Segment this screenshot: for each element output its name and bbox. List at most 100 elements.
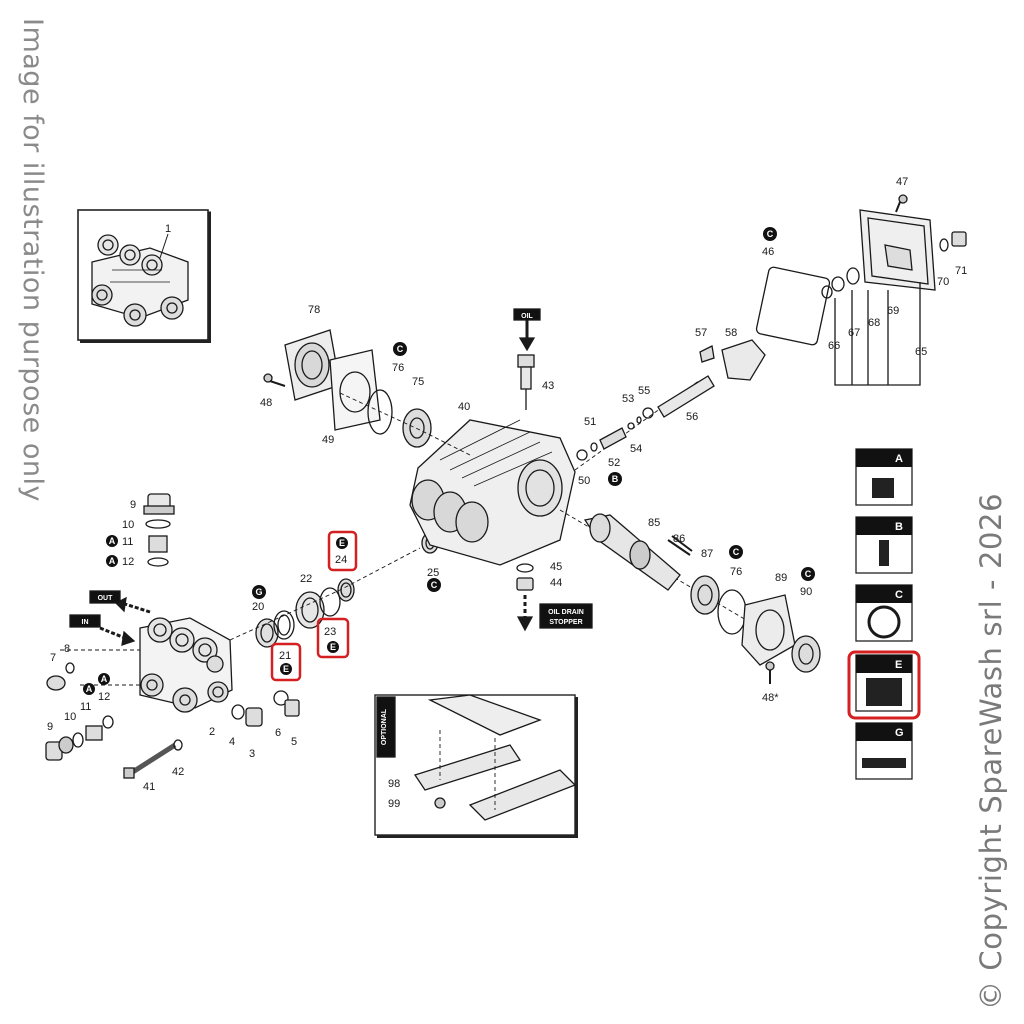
svg-text:C: C <box>767 229 774 239</box>
svg-text:G: G <box>255 587 262 597</box>
part-label: 5 <box>291 736 297 748</box>
svg-text:B: B <box>612 474 619 484</box>
svg-text:A: A <box>101 674 108 684</box>
part-label: 21 <box>279 650 291 662</box>
part-label: 12 <box>98 691 110 703</box>
part-label: 2 <box>209 726 215 738</box>
part-label: 42 <box>172 766 184 778</box>
part-label: 69 <box>887 305 899 317</box>
part-label: 8 <box>64 643 70 655</box>
part-label: 55 <box>638 385 650 397</box>
badge-c: C <box>763 227 777 241</box>
part-label: 66 <box>828 340 840 352</box>
svg-text:E: E <box>339 538 345 548</box>
part-label: 10 <box>122 519 134 531</box>
part-label: 65 <box>915 346 927 358</box>
left-fittings <box>45 493 300 779</box>
part-label: 43 <box>542 380 554 392</box>
part-label: 46 <box>762 246 774 258</box>
part-label: 12 <box>122 556 134 568</box>
part-label: 41 <box>143 781 155 793</box>
svg-text:A: A <box>86 684 93 694</box>
part-label: 99 <box>388 798 400 810</box>
svg-text:E: E <box>283 664 289 674</box>
part-label: 6 <box>275 727 281 739</box>
bearing-cover-left <box>263 329 432 448</box>
flow-arrows <box>69 590 151 646</box>
oil-tag: OIL <box>521 313 533 320</box>
kit-letter: B <box>895 521 903 533</box>
plunger-parts <box>574 339 766 471</box>
badge-a: A <box>106 535 118 547</box>
badge-c: C <box>729 545 743 559</box>
part-label: 4 <box>229 736 235 748</box>
optional-tag: OPTIONAL <box>381 708 388 745</box>
kit-badges: A A A A B C C C C C E E E G <box>83 227 815 695</box>
part-label: 76 <box>392 362 404 374</box>
part-label: 22 <box>300 573 312 585</box>
badge-c: C <box>393 342 407 356</box>
part-label: 25 <box>427 567 439 579</box>
part-label: 86 <box>673 533 685 545</box>
kit-c-icon <box>855 584 913 642</box>
svg-text:A: A <box>109 536 116 546</box>
part-label: 44 <box>550 577 562 589</box>
part-label: 48 <box>260 397 272 409</box>
kit-letters: A B C E G <box>895 453 904 739</box>
part-label: 45 <box>550 561 562 573</box>
callout-tags: OIL OUT IN OIL DRAIN STOPPER OPTIONAL <box>82 313 584 745</box>
part-labels: 1 2 3 4 5 6 7 8 9 10 11 12 9 10 11 12 20… <box>47 176 967 810</box>
svg-text:C: C <box>397 344 404 354</box>
part-label: 3 <box>249 748 255 760</box>
svg-text:E: E <box>330 642 336 652</box>
kit-b-icon <box>855 516 913 574</box>
highlighted-callouts <box>270 530 358 682</box>
oil-drain-tag: OIL DRAIN <box>548 609 584 616</box>
kit-letter: G <box>895 727 904 739</box>
rear-cover <box>755 194 967 386</box>
part-label: 23 <box>324 626 336 638</box>
part-label: 52 <box>608 457 620 469</box>
part-label: 47 <box>896 176 908 188</box>
badge-c: C <box>801 567 815 581</box>
part-label: 78 <box>308 304 320 316</box>
badge-b: B <box>608 472 622 486</box>
kit-letter: C <box>895 589 903 601</box>
oil-filler-plug <box>513 308 541 410</box>
kit-legend <box>847 448 921 780</box>
badge-e: E <box>280 663 292 675</box>
kit-g-icon <box>855 722 913 780</box>
part-label: 20 <box>252 601 264 613</box>
svg-text:A: A <box>109 556 116 566</box>
part-label: 7 <box>50 652 56 664</box>
kit-letter: A <box>895 453 903 465</box>
in-tag: IN <box>82 619 89 626</box>
manifold-assembly-inset <box>77 209 211 343</box>
part-label: 67 <box>848 327 860 339</box>
badge-a: A <box>98 673 110 685</box>
part-label: 11 <box>122 536 133 548</box>
part-label: 40 <box>458 401 470 413</box>
svg-text:C: C <box>431 580 438 590</box>
part-label: 50 <box>578 475 590 487</box>
svg-text:C: C <box>733 547 740 557</box>
part-label: 54 <box>630 443 642 455</box>
oil-drain-plug <box>516 563 593 632</box>
kit-letter: E <box>895 659 902 671</box>
part-label: 90 <box>800 586 812 598</box>
badge-a: A <box>83 683 95 695</box>
part-label: 70 <box>937 276 949 288</box>
part-label: 85 <box>648 517 660 529</box>
crankshaft <box>559 509 821 684</box>
part-label: 48* <box>762 692 779 704</box>
svg-text:C: C <box>805 569 812 579</box>
badge-e: E <box>327 641 339 653</box>
badge-c: C <box>427 578 441 592</box>
part-label: 9 <box>130 499 136 511</box>
part-label: 49 <box>322 434 334 446</box>
part-label: 58 <box>725 327 737 339</box>
part-label: 75 <box>412 376 424 388</box>
badge-e: E <box>336 537 348 549</box>
part-label: 89 <box>775 572 787 584</box>
